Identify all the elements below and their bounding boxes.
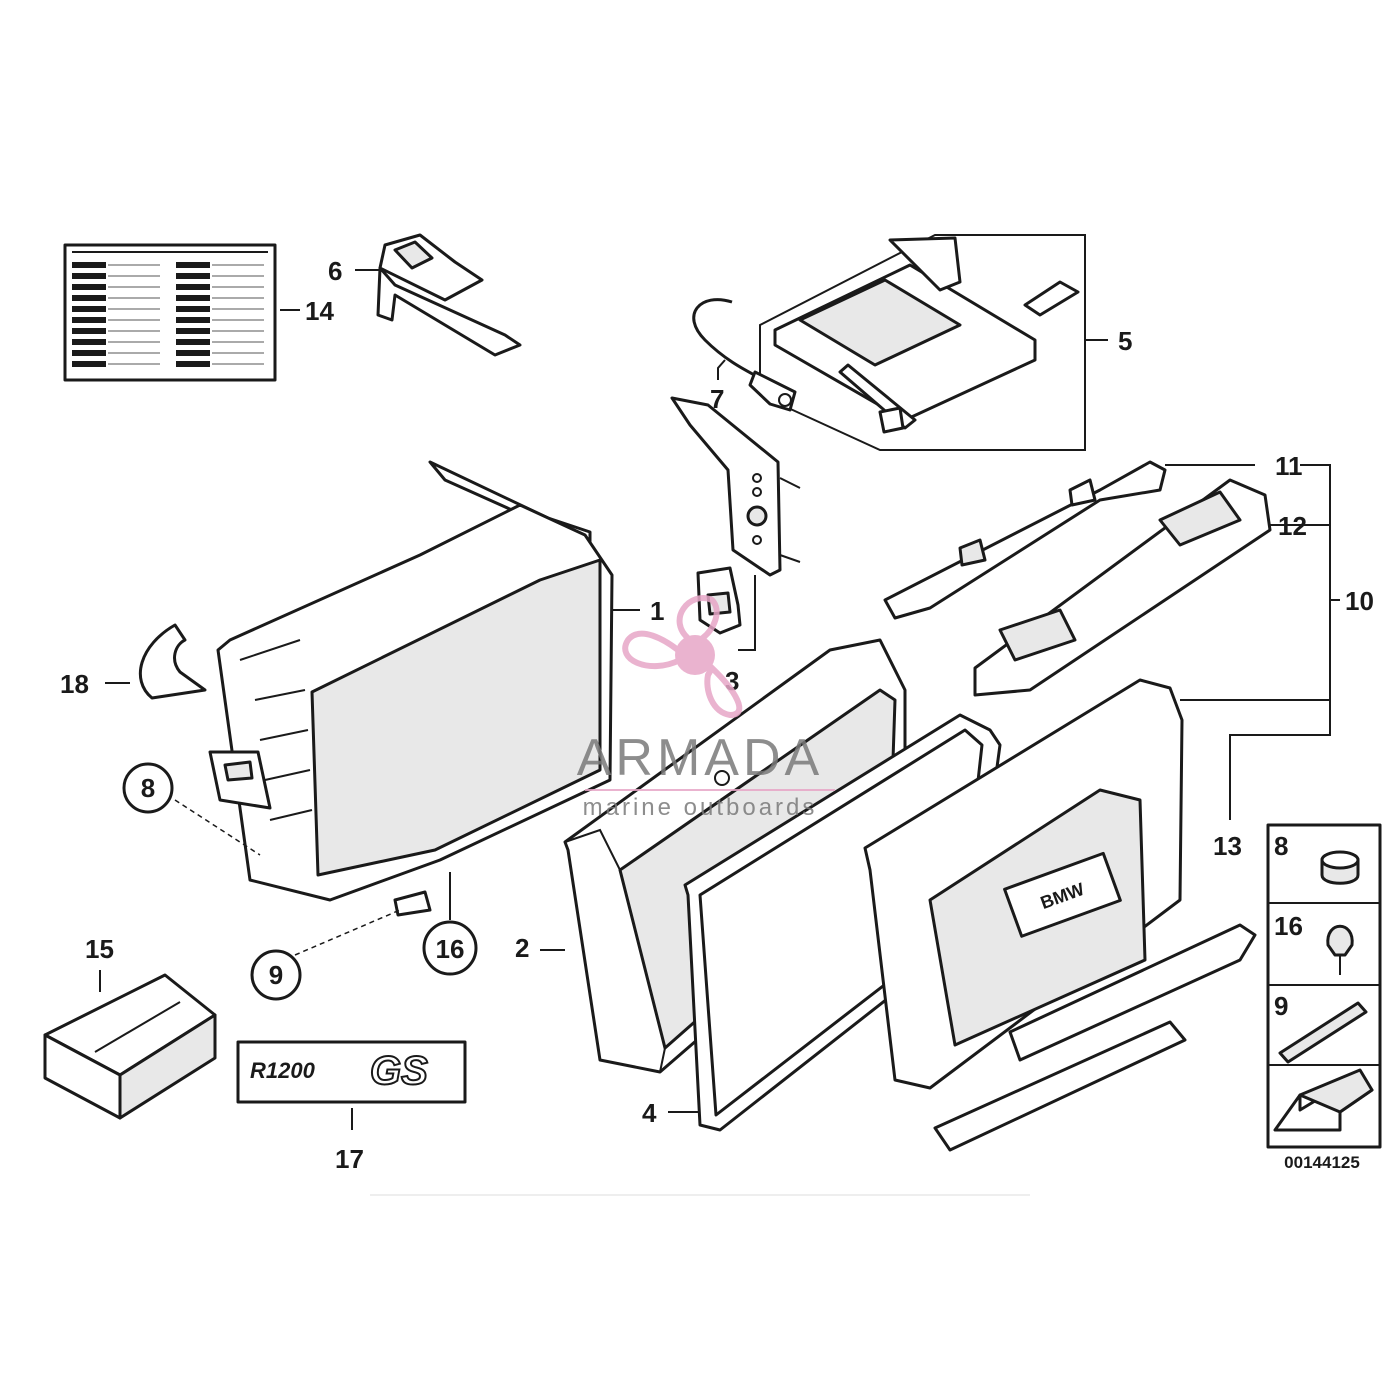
label-line <box>72 339 106 345</box>
callout-6: 6 <box>328 256 342 286</box>
callout-5: 5 <box>1118 326 1132 356</box>
label-line <box>72 350 106 356</box>
corner-piece-part <box>138 623 207 700</box>
label-line <box>72 284 106 290</box>
label-line <box>176 317 210 323</box>
label-line <box>72 317 106 323</box>
callout-2: 2 <box>515 933 529 963</box>
callout-12: 12 <box>1278 511 1307 541</box>
lid-tray-part <box>759 234 1086 451</box>
label-line <box>72 295 106 301</box>
callout-8: 8 <box>141 773 155 803</box>
callout-labels: 14 6 5 7 1 3 18 11 12 10 13 2 4 15 17 8 … <box>60 256 1374 1174</box>
watermark-logo: ARMADA marine outboards <box>577 595 835 821</box>
trim-strip-part <box>933 923 1257 1152</box>
legend-16: 16 <box>1274 911 1303 941</box>
grip-rail-part <box>973 478 1272 697</box>
lid-part: BMW <box>863 678 1184 1090</box>
box-part <box>43 973 217 1120</box>
watermark-brand: ARMADA <box>577 729 823 787</box>
label-line <box>72 361 106 367</box>
label-line <box>72 273 106 279</box>
label-line <box>176 339 210 345</box>
callout-15: 15 <box>85 934 114 964</box>
callout-7: 7 <box>710 384 724 414</box>
label-line <box>176 306 210 312</box>
leader-lines <box>99 269 1340 1130</box>
callout-13: 13 <box>1213 831 1242 861</box>
legend-8: 8 <box>1274 831 1288 861</box>
legend-panel: 8 16 9 00144125 <box>1266 823 1382 1172</box>
callout-17: 17 <box>335 1144 364 1174</box>
label-line <box>176 361 210 367</box>
propeller-icon <box>622 595 743 719</box>
label-line <box>176 328 210 334</box>
emblem-suffix-text: GS <box>370 1049 428 1093</box>
label-line <box>72 306 106 312</box>
label-line <box>72 328 106 334</box>
label-line <box>176 262 210 268</box>
callout-4: 4 <box>642 1098 657 1128</box>
callout-10: 10 <box>1345 586 1374 616</box>
callout-1: 1 <box>650 596 664 626</box>
cable-part <box>692 298 797 412</box>
callout-9: 9 <box>269 960 283 990</box>
callout-14: 14 <box>305 296 334 326</box>
rail-part <box>883 460 1167 620</box>
watermark-tagline: marine outboards <box>583 794 818 821</box>
info-label-sheet <box>63 243 277 382</box>
callout-11: 11 <box>1275 451 1303 481</box>
label-line <box>72 262 106 268</box>
label-line <box>176 273 210 279</box>
diagram-code: 00144125 <box>1284 1153 1360 1172</box>
callout-18: 18 <box>60 669 89 699</box>
emblem-model-text: R1200 <box>250 1058 316 1083</box>
label-line <box>176 295 210 301</box>
bracket-part <box>376 233 522 357</box>
emblem-part: R1200 GS <box>236 1040 467 1104</box>
callout-16: 16 <box>436 934 465 964</box>
legend-9: 9 <box>1274 991 1288 1021</box>
mounting-plate-part <box>670 396 801 635</box>
label-line <box>176 350 210 356</box>
inner-liner-part <box>208 460 614 917</box>
label-line <box>176 284 210 290</box>
